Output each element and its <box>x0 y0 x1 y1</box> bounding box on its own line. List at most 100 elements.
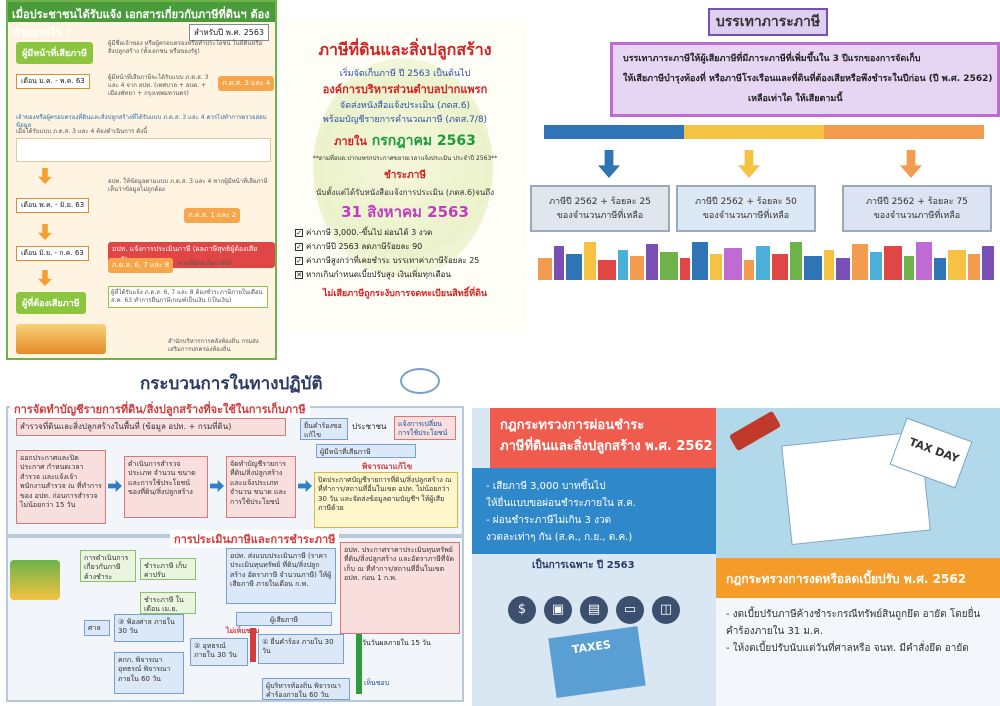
ministerial-regulation-infographic: กฎกระทรวงการผ่อนชำระ ภาษีที่ดินและสิ่งปล… <box>472 408 1000 706</box>
tax-document-illustration: TAXES <box>548 626 646 698</box>
p1-role-payer-desc: ผู้ที่ได้รับแจ้ง ภ.ด.ส. 6, 7 และ 8 ต้องช… <box>108 286 268 308</box>
p5-title: กฎกระทรวงการผ่อนชำระ ภาษีที่ดินและสิ่งปล… <box>490 408 734 468</box>
p4-s1-b: ดำเนินการสำรวจ ประเภท จำนวน ขนาด และการใ… <box>124 456 208 518</box>
p4-s2-agree: ไม่เห็นชอบ <box>226 627 260 635</box>
p4-s1-a: ออกประกาศและปิดประกาศ กำหนดเวลาสำรวจ และ… <box>16 450 106 524</box>
p1-role-owner-desc: ผู้มีชื่อเจ้าของ หรือผู้ครอบครองหรือทำปร… <box>108 40 263 55</box>
p5-special: เป็นการเฉพาะ ปี 2563 <box>532 560 635 571</box>
p4-red-bar <box>250 628 256 662</box>
p4-s2-inform: วันวันผลภายใน 15 วัน <box>362 639 431 647</box>
down-arrow-icon <box>38 224 52 240</box>
p1-check-list <box>16 138 271 162</box>
p1-form-label: ภ.ด.ส. 3 และ 4 <box>218 76 275 91</box>
p2-check-2: ✓ค่าภาษีปี 2563 ลดภาษีร้อยละ 90 <box>295 242 423 251</box>
p3-desc-2: ให้เสียภาษีบำรุงท้องที่ หรือภาษีโรงเรือน… <box>623 74 993 84</box>
p4-s2-step3: ③ ฟ้องศาล ภายใน 30 วัน <box>114 614 184 642</box>
p4-s2-d: อปท. ส่งแบบประเมินภาษี (ราคาประเมินทุนทร… <box>226 548 336 604</box>
money-bag-icon: $ <box>508 596 536 624</box>
p4-green-bar <box>356 634 362 694</box>
p1-month2-desc: อปท. ให้ข้อมูลตามแบบ ภ.ด.ส. 3 และ 4 หากผ… <box>108 178 268 193</box>
p2-within-date: กรกฎาคม 2563 <box>371 133 476 149</box>
city-skyline-illustration <box>538 240 994 280</box>
p4-s2-b: ชำระภาษี เก็บค่าปรับ <box>140 558 196 580</box>
p1-role-owner: ผู้มีหน้าที่เสียภาษี <box>16 42 94 64</box>
p4-s1-top: สำรวจที่ดินและสิ่งปลูกสร้างในพื้นที่ (ข้… <box>16 418 286 436</box>
p4-s2-court: ศาล <box>84 620 110 636</box>
p4-s1-owner: ผู้มีหน้าที่เสียภาษี <box>316 444 416 458</box>
logo-icon <box>400 368 440 394</box>
p2-pay-label: ชำระภาษี <box>384 170 426 181</box>
p2-check-3: ✓ค่าภาษีสูงกว่าที่เคยชำระ บรรเทาค่าภาษีร… <box>295 256 480 265</box>
tax-day-illustration: TAX DAY <box>716 408 1000 558</box>
p3-desc-3: เหลือเท่าใด ให้เสียตามนี้ <box>748 94 843 104</box>
p4-s2-c: ชำระภาษี ในเดือน เม.ย. <box>140 592 196 614</box>
p5-title2: กฎกระทรวงการงดหรือลดเบี้ยปรับ พ.ศ. 2562 <box>716 558 1000 598</box>
p5-b2-1: - งดเบี้ยปรับภาษีค้างชำระกรณีทรัพย์สินถู… <box>726 609 981 637</box>
document-icon: ▤ <box>580 596 608 624</box>
safe-icon: ▣ <box>544 596 572 624</box>
p4-s2-agree2: เห็นชอบ <box>364 679 390 687</box>
p4-s2-exec: ผู้บริหารท้องถิ่น พิจารณาคำร้องภายใน 60 … <box>262 678 350 700</box>
p4-section1-title: การจัดทำบัญชีรายการที่ดิน/สิ่งปลูกสร้างท… <box>10 400 310 418</box>
down-arrow-icon <box>38 168 52 184</box>
p2-note: **ตามที่อบต.ปากแพรกประกาศขยายเวลาแจ้งประ… <box>312 155 498 162</box>
p4-title: กระบวนการในทางปฏิบัติ <box>140 374 323 394</box>
p4-s1-people: ประชาชน <box>352 422 387 431</box>
tax-relief-infographic: บรรเทาภาระภาษี บรรเทาภาระภาษีให้ผู้เสียภ… <box>528 0 1000 343</box>
p1-month1-desc: ผู้มีหน้าที่เสียภาษีจะได้รับแบบ ภ.ด.ส. 3… <box>108 74 209 97</box>
p5-taxes: TAXES <box>571 637 612 657</box>
p3-title: บรรเทาภาระภาษี <box>708 8 828 36</box>
p1-footer: สำนักบริหารการคลังท้องถิ่น กรมส่งเสริมกา… <box>168 338 259 353</box>
p4-s1-request: ยื่นคำร้องขอแก้ไข <box>300 418 348 440</box>
practical-process-diagram: กระบวนการในทางปฏิบัติ การจัดทำบัญชีรายกา… <box>0 362 472 706</box>
p1-month1: เดือน ม.ค. - พ.ค. 63 <box>16 74 90 90</box>
p2-org: องค์การบริหารส่วนตำบลปากแพรก <box>322 83 488 96</box>
p4-s1-notify: แจ้งการเปลี่ยนการใช้ประโยชน์ <box>394 416 456 440</box>
p1-check-text: เจ้าของหรือผู้ครอบครองที่ดินและสิ่งปลูกส… <box>16 114 267 129</box>
p2-warning: ไม่เสียภาษีถูกระงับการจดทะเบียนสิทธิ์ที่… <box>322 289 488 299</box>
down-arrow-icon <box>598 150 620 178</box>
down-arrow-icon <box>38 270 52 286</box>
p1-header: เมื่อประชาชนได้รับแจ้ง เอกสารเกี่ยวกับภา… <box>8 2 275 39</box>
p1-form-label2: ภ.ด.ส. 1 และ 2 <box>184 208 241 223</box>
p2-check-4: ✕หากเกินกำหนดเบี้ยปรับสูง เงินเพิ่มทุกเด… <box>295 270 451 279</box>
p3-desc-1: บรรเทาภาระภาษีให้ผู้เสียภาษีที่มีภาระภาษ… <box>623 54 921 64</box>
p4-s2-e: อปท. ประกาศราคาประเมินทุนทรัพย์ ที่ดิน/ส… <box>340 542 460 634</box>
card-icon: ▭ <box>616 596 644 624</box>
p5-bullet1: - เสียภาษี 3,000 บาทขึ้นไป <box>486 481 606 492</box>
down-arrow-icon <box>738 150 760 178</box>
p4-s2-step1: ① ยื่นคำร้อง ภายใน 30 วัน <box>258 634 344 664</box>
p3-bar-blue <box>544 125 684 139</box>
gavel-icon <box>728 410 782 452</box>
p5-b2-2: - ให้งดเบี้ยปรับนับแต่วันที่ศาลหรือ จนท.… <box>726 643 969 654</box>
p3-bar-orange <box>824 125 984 139</box>
p2-within-label: ภายใน <box>334 135 367 148</box>
p1-role-payer: ผู้ที่ต้องเสียภาษี <box>16 292 86 314</box>
p2-line4: นับตั้งแต่ได้รับหนังสือแจ้งการประเมิน (ภ… <box>315 188 495 197</box>
p1-year-badge: สำหรับปี พ.ศ. 2563 <box>189 24 269 41</box>
p3-description-box: บรรเทาภาระภาษีให้ผู้เสียภาษีที่มีภาระภาษ… <box>610 42 1000 117</box>
p4-s1-consider: พิจารณาแก้ไข <box>362 462 413 471</box>
p4-s2-step2: ② อุทธรณ์ ภายใน 30 วัน <box>190 638 248 666</box>
p5-penalty-list: - งดเบี้ยปรับภาษีค้างชำระกรณีทรัพย์สินถู… <box>716 598 1000 706</box>
p2-check-1: ✓ค่าภาษี 3,000.-ขึ้นไป ผ่อนได้ 3 งวด <box>295 228 433 237</box>
p4-s2-committee: คกก. พิจารณาอุทธรณ์ พิจารณาภายใน 60 วัน <box>114 652 184 694</box>
p2-title: ภาษีที่ดินและสิ่งปลูกสร้าง <box>318 40 492 59</box>
p1-form-desc3: ตามที่ผู้ขอเสียภาษีได้ <box>178 260 232 267</box>
p1-form-label3: ภ.ด.ส. 6, 7 และ 8 <box>108 258 174 273</box>
p5-installment-list: - เสียภาษี 3,000 บาทขึ้นไป ให้ยื่นแบบขอผ… <box>472 468 716 554</box>
p4-s2-a: การดำเนินการเกี่ยวกับภาษีค้างชำระ <box>80 550 136 582</box>
p2-deadline: 31 สิงหาคม 2563 <box>341 203 469 221</box>
p4-section2-title: การประเมินภาษีและการชำระภาษี <box>170 530 340 548</box>
p4-s2-taxpayer: ผู้เสียภาษี <box>236 612 332 626</box>
p2-line3: พร้อมบัญชีรายการคำนวณภาษี (ภดส.7/8) <box>322 115 488 125</box>
p3-bar-yellow <box>684 125 824 139</box>
down-arrow-icon <box>900 150 922 178</box>
p4-s1-d: ปิดประกาศบัญชีรายการที่ดิน/สิ่งปลูกสร้าง… <box>314 472 458 528</box>
wallet-icon: ◫ <box>652 596 680 624</box>
p1-month2: เดือน พ.ค. - มิ.ย. 63 <box>16 198 90 214</box>
p2-line2: จัดส่งหนังสือแจ้งประเมิน (ภดส.6) <box>339 101 471 111</box>
p5-bullet2: - ผ่อนชำระภาษีไม่เกิน 3 งวด <box>486 515 612 526</box>
